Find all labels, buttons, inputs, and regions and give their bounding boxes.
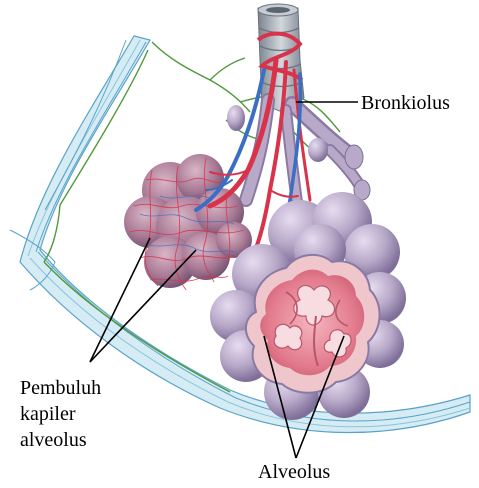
label-pembuluh-kapiler-alveolus-line-1: Pembuluh: [20, 376, 101, 400]
label-bronkiolus: Bronkiolus: [361, 91, 450, 115]
label-alveolus: Alveolus: [258, 460, 330, 484]
label-pembuluh-kapiler-alveolus-line-3: alveolus: [20, 428, 87, 452]
label-pembuluh-kapiler-alveolus-line-2: kapiler: [20, 402, 76, 426]
